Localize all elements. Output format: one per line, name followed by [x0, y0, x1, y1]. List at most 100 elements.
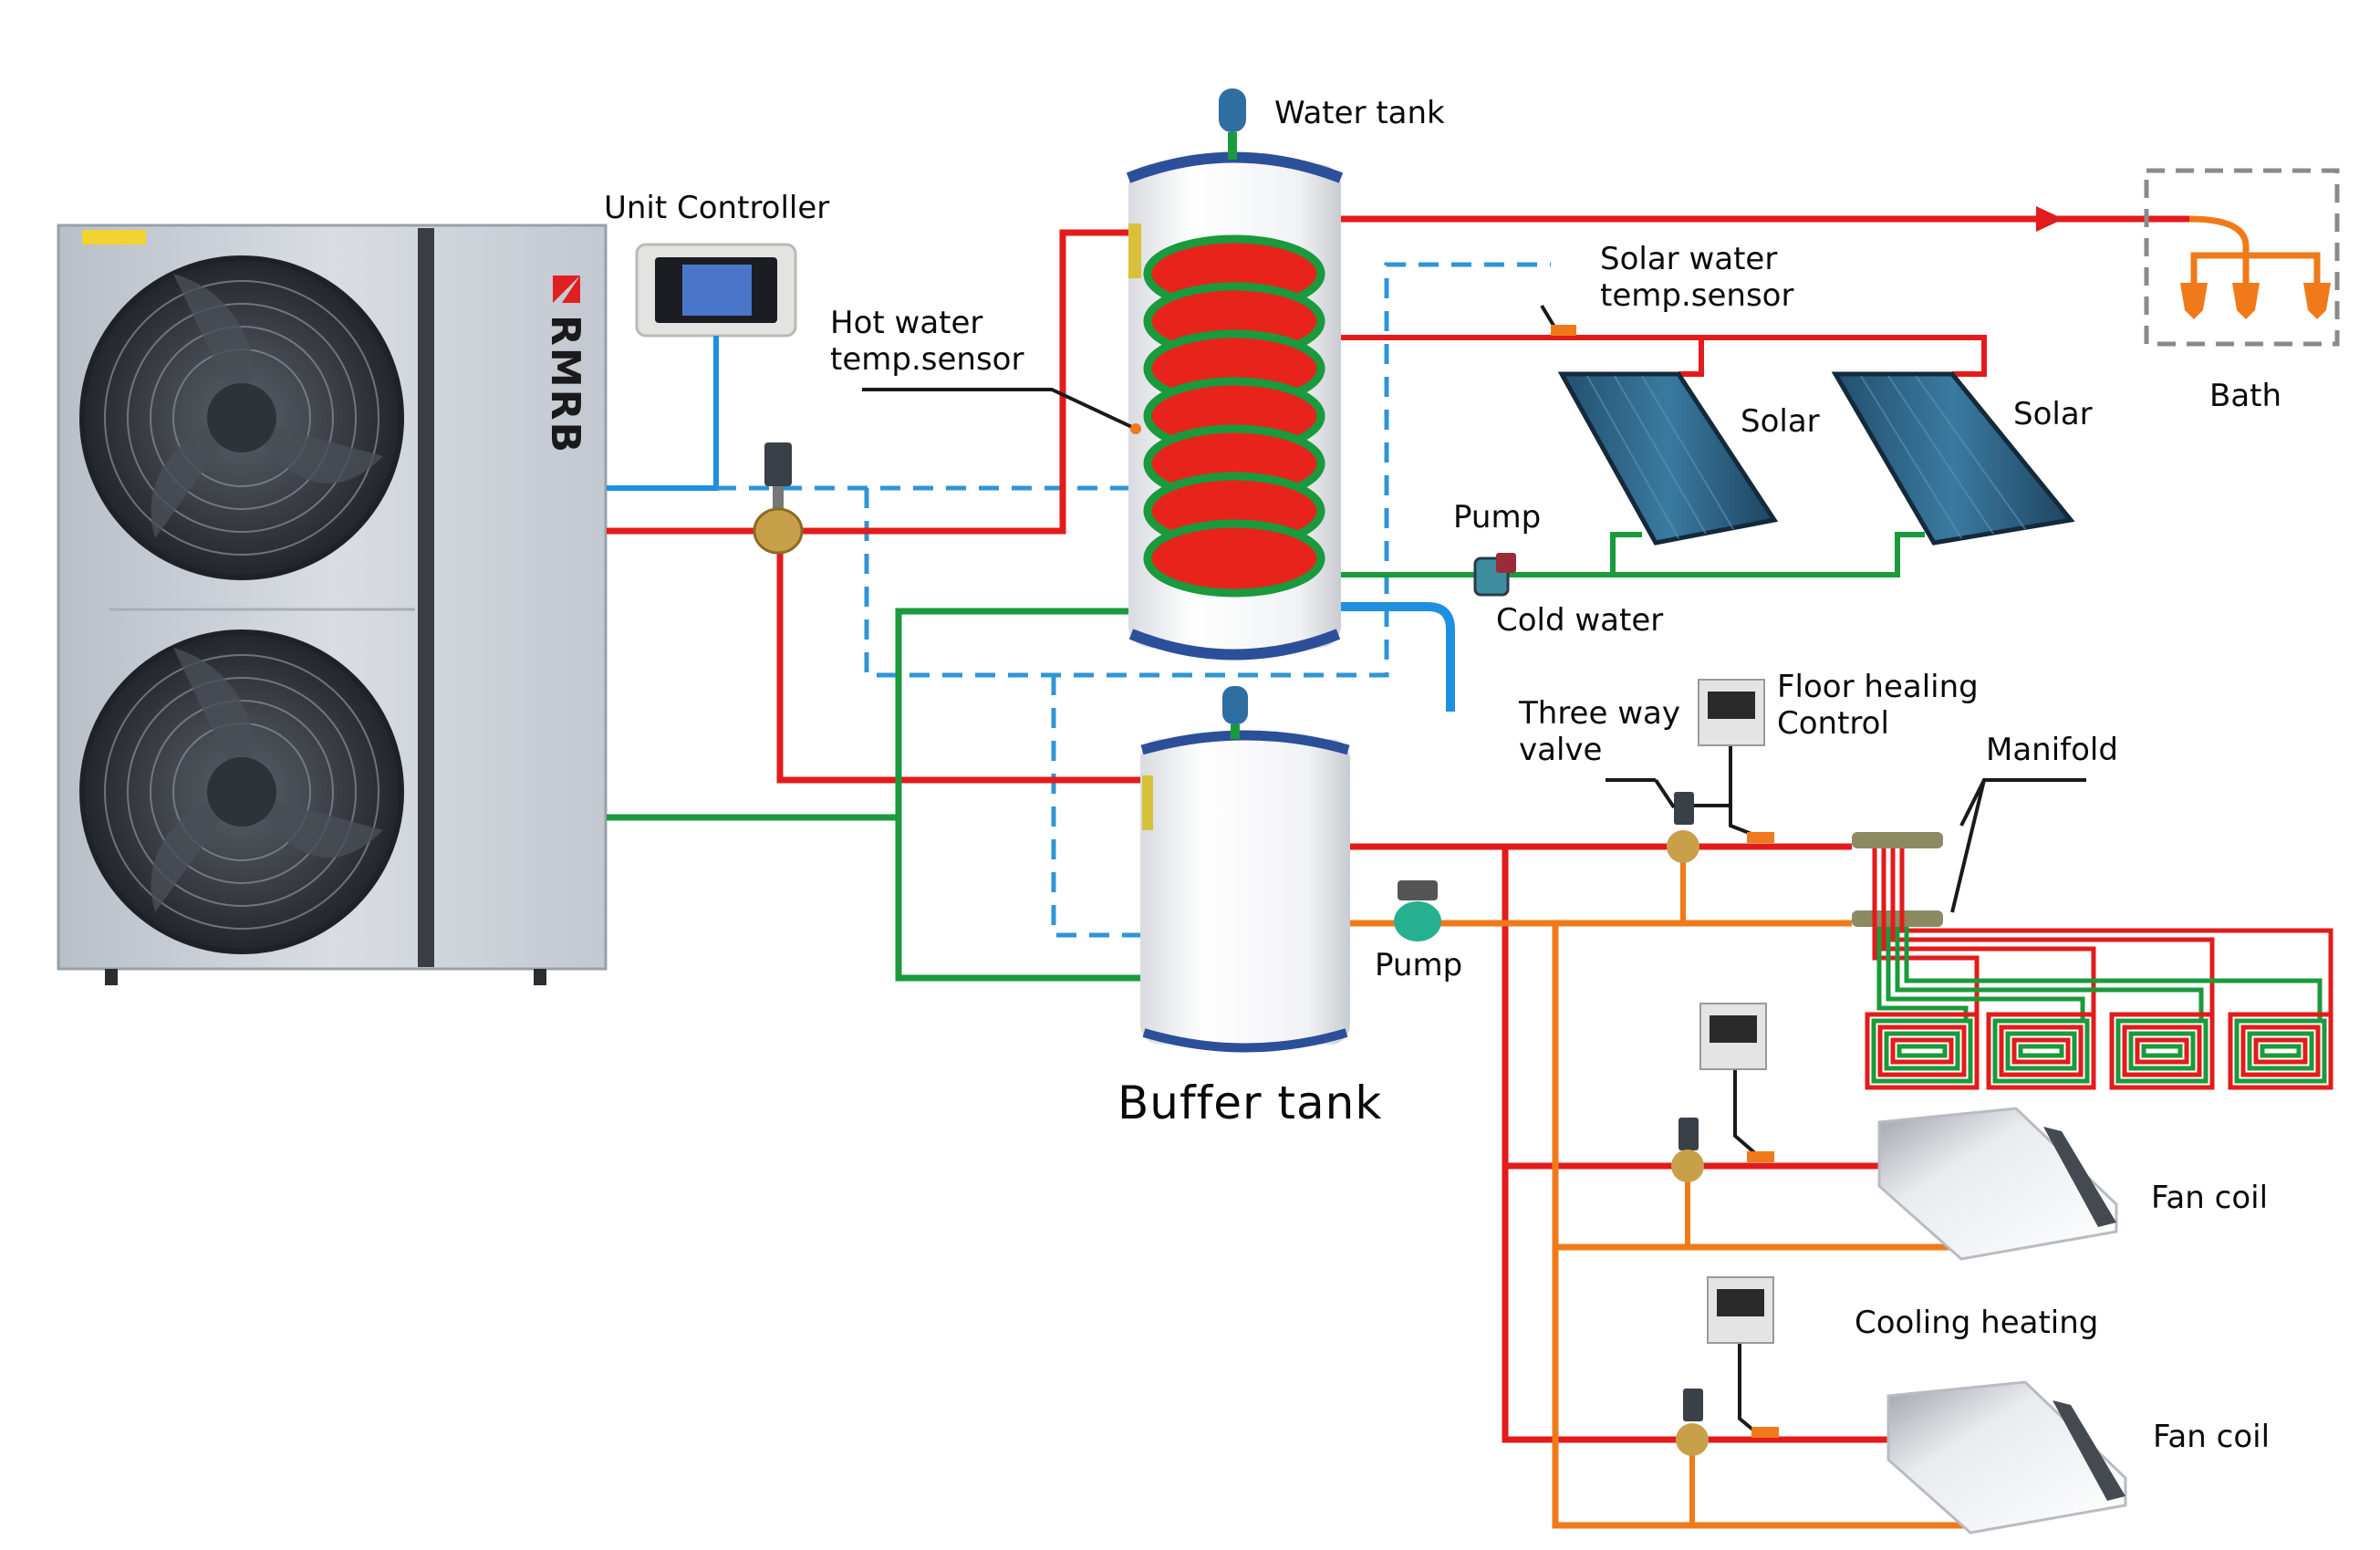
floor-loop-coil	[2228, 1012, 2333, 1090]
floor-loop-supply-line	[1899, 848, 2333, 1087]
label-solar-1: Solar	[1741, 403, 1820, 440]
brand-logo-icon	[553, 276, 580, 303]
label-floor-control-1: Floor healing	[1777, 669, 1979, 705]
floor-loop-coil	[2122, 1025, 2202, 1077]
label-solar-sensor-2: temp.sensor	[1600, 277, 1794, 314]
floor-loop-coil	[2109, 1012, 2215, 1090]
label-hot-water-sensor-1: Hot water	[830, 305, 983, 341]
solar-panel-1	[1557, 371, 1779, 546]
warning-label	[82, 230, 146, 244]
floor-loop-return-line	[1904, 927, 2323, 1022]
floor-loop-coil	[1897, 1044, 1948, 1058]
floor-loop-coil	[2247, 1031, 2314, 1071]
tank-sensor-plate	[1128, 224, 1141, 278]
floor-loop-coil	[2141, 1044, 2183, 1058]
thermostat-fancoil-2	[1707, 1276, 1774, 1344]
bath-fixture-pipes	[2188, 215, 2321, 283]
label-hot-water-sensor-2: temp.sensor	[830, 341, 1024, 378]
solar-pump-icon	[1473, 553, 1516, 597]
heating-coil	[1143, 234, 1325, 598]
brand-name: RMRB	[542, 315, 588, 455]
three-way-valve-main	[753, 442, 804, 555]
heating-riser-return	[1552, 923, 1970, 1529]
floor-loop-coil	[2011, 1037, 2071, 1065]
water-tank	[1126, 88, 1344, 661]
floor-loop-coil	[1877, 1025, 1967, 1077]
label-pump-solar: Pump	[1453, 499, 1542, 536]
heating-riser-supply	[1502, 847, 1692, 1443]
solar-sensor-leader	[1540, 304, 1557, 330]
shower-head-icons	[2180, 283, 2331, 319]
label-bath: Bath	[2209, 378, 2282, 414]
hot-water-sensor-icon	[1130, 423, 1141, 434]
hot-water-sensor-leader	[862, 388, 1137, 431]
solar-hot-branch	[1678, 338, 1704, 377]
expansion-vessel-icon	[1219, 88, 1246, 132]
fan-bottom	[79, 629, 404, 954]
fan-coil-2	[1886, 1380, 2127, 1534]
fan-coil-1	[1877, 1107, 2118, 1261]
floor-loop-coil	[2018, 1044, 2064, 1058]
label-pump-buffer: Pump	[1375, 947, 1463, 983]
solar-return-branch	[1610, 532, 1642, 575]
solar-sensor-icon	[1551, 325, 1576, 336]
floor-loop-coil	[2260, 1044, 2302, 1058]
heat-pump-unit	[57, 224, 608, 985]
floor-loop-coil	[2240, 1025, 2321, 1077]
buffer-tank	[1140, 686, 1350, 1053]
label-three-way-valve-2: valve	[1519, 732, 1603, 768]
manifold-return	[1852, 910, 1943, 927]
floor-loop-return-line	[1895, 927, 2204, 1022]
floor-loop-coil	[1999, 1025, 2084, 1077]
floor-loop-coil	[2135, 1037, 2189, 1065]
buffer-pump-icon	[1394, 880, 1441, 941]
floor-loop-coil	[1865, 1012, 1980, 1090]
signal-wires	[716, 262, 1551, 938]
label-solar-sensor-1: Solar water	[1600, 241, 1778, 277]
floor-sensor-icon	[1747, 832, 1774, 843]
label-cold-water: Cold water	[1496, 602, 1664, 639]
fan-top	[79, 255, 404, 580]
floor-loop-coil	[1884, 1031, 1960, 1071]
label-fan-coil-2: Fan coil	[2153, 1419, 2271, 1455]
floor-heating-loops	[1865, 848, 2333, 1090]
floor-loop-coil	[1871, 1018, 1973, 1084]
label-cooling-heating: Cooling heating	[1855, 1305, 2099, 1341]
solar-hot-pipe	[1330, 335, 1987, 377]
hot-supply-pipe	[607, 229, 1140, 535]
label-three-way-valve-1: Three way	[1519, 695, 1680, 732]
buffer-expansion-vessel-icon	[1222, 686, 1248, 724]
label-floor-control-2: Control	[1777, 705, 1889, 742]
unit-controller	[635, 243, 797, 338]
floor-loop-coil	[2128, 1031, 2196, 1071]
fancoil2-sensor-icon	[1751, 1427, 1779, 1438]
label-fan-coil-1: Fan coil	[2151, 1180, 2269, 1216]
floor-loop-coil	[1986, 1012, 2096, 1090]
floor-loop-coil	[1890, 1037, 1954, 1065]
floor-loop-coil	[1992, 1018, 2090, 1084]
floor-loop-coil	[2115, 1018, 2209, 1084]
floor-loop-return-line	[1886, 927, 2085, 1022]
return-pipe-tank	[895, 608, 1145, 982]
manifold-supply	[1852, 832, 1943, 848]
thermostat-floor	[1698, 679, 1765, 746]
floor-loop-coil	[2234, 1018, 2327, 1084]
label-unit-controller: Unit Controller	[604, 190, 830, 226]
bath-area	[2144, 168, 2340, 347]
label-water-tank: Water tank	[1274, 95, 1445, 131]
three-way-valve-floor	[1667, 792, 1699, 863]
label-solar-2: Solar	[2013, 396, 2093, 432]
floor-loop-supply-line	[1890, 848, 2215, 1087]
thermostat-fancoil-1	[1699, 1003, 1767, 1070]
floor-loop-coil	[2253, 1037, 2308, 1065]
solar-panel-2	[1831, 371, 2075, 546]
floor-loop-coil	[2005, 1031, 2077, 1071]
controller-cable	[607, 336, 719, 491]
label-buffer-tank: Buffer tank	[1117, 1077, 1383, 1129]
buffer-hot-pipe	[776, 531, 1145, 784]
cold-water-pipe	[1270, 579, 1455, 712]
label-manifold: Manifold	[1986, 732, 2118, 768]
flow-arrow-icon	[2036, 206, 2063, 232]
three-way-valve-fancoil-2	[1676, 1389, 1709, 1456]
